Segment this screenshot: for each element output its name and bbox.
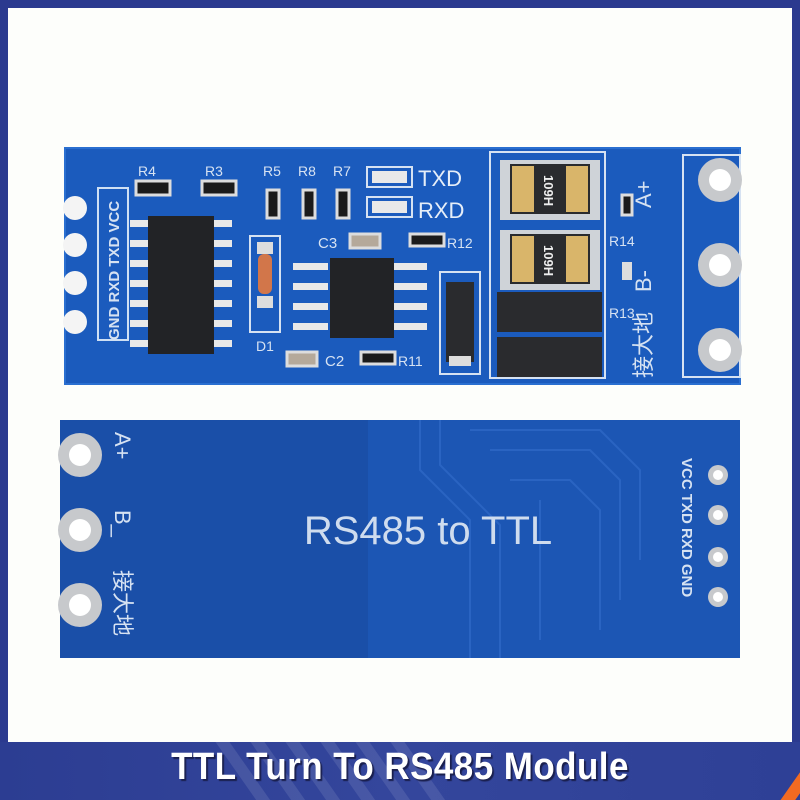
- soic14-chip: [130, 216, 232, 354]
- label-r12: R12: [447, 235, 473, 251]
- terminal-label-a-plus: A+: [631, 180, 656, 208]
- terminal-label-b-minus: B-: [631, 270, 656, 292]
- bottom-terminal-b: B_: [110, 510, 135, 538]
- right-header-holes: [708, 465, 728, 607]
- label-r7: R7: [333, 163, 351, 179]
- product-photo: GND RXD TXD VCC R4 R3 R5 R8 R7 TXD RXD: [58, 147, 742, 658]
- label-d1: D1: [256, 338, 274, 354]
- left-terminal-holes: [58, 433, 102, 627]
- ground-label: 接大地: [632, 312, 657, 378]
- top-pin-labels: GND RXD TXD VCC: [106, 201, 123, 340]
- left-header-pins: [63, 196, 87, 334]
- bottom-ground-label: 接大地: [109, 570, 134, 636]
- soic8-chip: [293, 258, 427, 338]
- label-c2: C2: [325, 353, 344, 370]
- capacitor-c2: [285, 350, 319, 368]
- led-label-rxd: RXD: [418, 198, 464, 223]
- diode-d1: [249, 235, 281, 333]
- inductor-code: 109H: [541, 245, 556, 276]
- caption-banner: TTL Turn To RS485 Module: [0, 742, 800, 800]
- top-pcb: GND RXD TXD VCC R4 R3 R5 R8 R7 TXD RXD: [63, 147, 742, 385]
- tvs-diode: [439, 271, 481, 375]
- accent-stripe: [773, 742, 800, 800]
- label-r8: R8: [298, 163, 316, 179]
- bottom-pcb: A+ B_ 接大地 RS485 to TTL VCC TXD RXD GND: [58, 420, 740, 658]
- inductor-code: 109H: [541, 175, 556, 206]
- label-r13: R13: [609, 305, 635, 321]
- led-label-txd: TXD: [418, 166, 462, 191]
- label-r14: R14: [609, 233, 635, 249]
- label-r5: R5: [263, 163, 281, 179]
- caption-title: TTL Turn To RS485 Module: [171, 746, 629, 788]
- label-c3: C3: [318, 235, 337, 252]
- inductors: 109H 109H: [489, 151, 606, 379]
- label-r11: R11: [398, 353, 423, 369]
- bottom-board-title: RS485 to TTL: [304, 509, 552, 553]
- terminal-pads: [682, 154, 742, 378]
- bottom-pin-labels: VCC TXD RXD GND: [678, 458, 695, 597]
- label-r4: R4: [138, 163, 156, 179]
- led-indicators: [366, 166, 413, 218]
- capacitor-c3: [348, 232, 382, 250]
- label-r3: R3: [205, 163, 223, 179]
- bottom-terminal-a-plus: A+: [110, 432, 135, 460]
- smd-resistors: [134, 179, 634, 366]
